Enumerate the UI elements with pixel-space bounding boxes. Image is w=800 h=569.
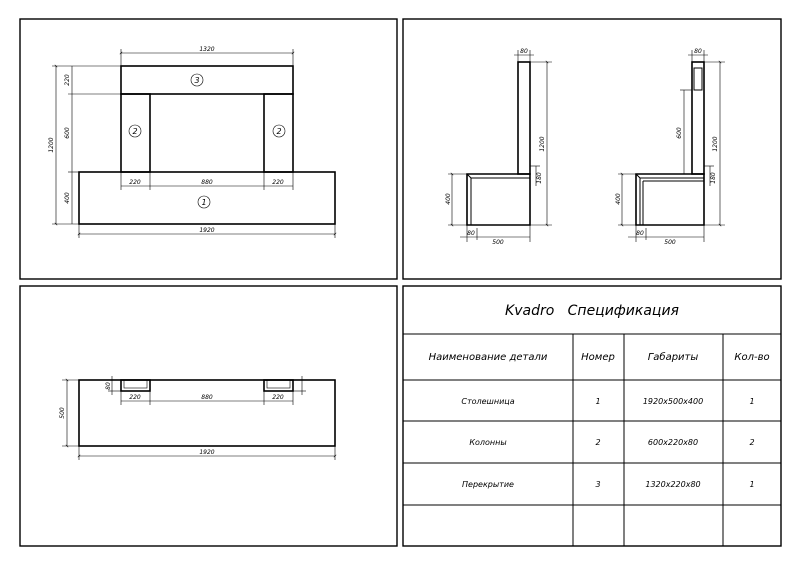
- svg-text:1: 1: [749, 480, 754, 489]
- dim-top-beam: 220: [64, 74, 71, 86]
- sv1-dim-base-height: 400: [445, 193, 452, 205]
- dim-top-width: 1320: [199, 46, 214, 53]
- svg-text:3: 3: [194, 76, 199, 85]
- part-marker-2-right: 2: [272, 124, 286, 138]
- dim-gap: 880: [201, 179, 213, 186]
- spec-table-panel: Kvadro Спецификация Наименование детали …: [402, 285, 782, 547]
- sv1-dim-total-height: 1200: [539, 136, 546, 151]
- svg-text:3: 3: [595, 480, 600, 489]
- svg-text:2: 2: [595, 438, 600, 447]
- sv2-dim-base-height: 400: [615, 193, 622, 205]
- sv2-dim-total-height: 1200: [712, 136, 719, 151]
- svg-text:1320x220x80: 1320x220x80: [645, 480, 700, 489]
- svg-text:1920x500x400: 1920x500x400: [643, 397, 703, 406]
- base-table-part: [78, 171, 336, 225]
- side-views-panel: 80 1200 180 400 80 500: [402, 18, 782, 280]
- part-marker-3: 3: [190, 73, 204, 87]
- sv2-dim-depth: 500: [664, 239, 676, 246]
- header-qty: Кол-во: [734, 352, 769, 363]
- table-row: Перекрытие 3 1320x220x80 1: [462, 480, 755, 489]
- plan-base-outline: [78, 379, 336, 447]
- sv1-dim-step: 180: [536, 172, 543, 184]
- sv1-dim-bottom-thickness: 80: [467, 230, 475, 237]
- svg-text:2: 2: [132, 127, 137, 136]
- svg-text:2: 2: [749, 438, 754, 447]
- side-view-1: 80 1200 180 400 80 500: [445, 48, 552, 246]
- sv2-dim-step: 180: [710, 172, 717, 184]
- side-view-2: 80 1200 180 600 400 80 500: [615, 48, 725, 246]
- table-row: Столешница 1 1920x500x400 1: [461, 397, 754, 406]
- sv2-dim-bottom-thickness: 80: [636, 230, 644, 237]
- header-name: Наименование детали: [429, 352, 548, 363]
- svg-text:1: 1: [201, 198, 206, 207]
- svg-text:600x220x80: 600x220x80: [648, 438, 698, 447]
- dim-column-height: 600: [64, 127, 71, 139]
- header-number: Номер: [581, 352, 615, 363]
- top-beam-part: [120, 65, 294, 95]
- table-row: Колонны 2 600x220x80 2: [469, 438, 754, 447]
- svg-text:Перекрытие: Перекрытие: [462, 480, 514, 489]
- dim-base-height: 400: [64, 192, 71, 204]
- dim-total-height: 1200: [48, 137, 55, 152]
- dim-col-right: 220: [272, 179, 284, 186]
- plan-dim-column-thickness: 80: [105, 382, 112, 390]
- spec-title: Kvadro Спецификация: [505, 303, 679, 319]
- part-marker-1: 1: [197, 195, 211, 209]
- sv2-dim-column-height: 600: [676, 127, 683, 139]
- plan-dim-gap: 880: [201, 394, 213, 401]
- header-dimensions: Габариты: [648, 351, 699, 363]
- plan-dim-col-right: 220: [272, 394, 284, 401]
- svg-text:Колонны: Колонны: [469, 438, 506, 447]
- part-marker-2-left: 2: [128, 124, 142, 138]
- plan-dim-depth: 500: [59, 407, 66, 419]
- dim-total-width: 1920: [199, 227, 214, 234]
- plan-dim-total-width: 1920: [199, 449, 214, 456]
- dim-col-left: 220: [129, 179, 141, 186]
- plan-view-panel: 500 80 220 880 220 1920: [19, 285, 398, 547]
- sv1-dim-depth: 500: [492, 239, 504, 246]
- svg-text:2: 2: [276, 127, 281, 136]
- svg-text:1: 1: [595, 397, 600, 406]
- svg-text:1: 1: [749, 397, 754, 406]
- plan-dim-col-left: 220: [129, 394, 141, 401]
- front-view-panel: 3 2 2 1 1320 220 880 220 1920: [19, 18, 398, 280]
- sv2-dim-top-thickness: 80: [694, 48, 702, 55]
- sv1-dim-top-thickness: 80: [520, 48, 528, 55]
- svg-text:Столешница: Столешница: [461, 397, 514, 406]
